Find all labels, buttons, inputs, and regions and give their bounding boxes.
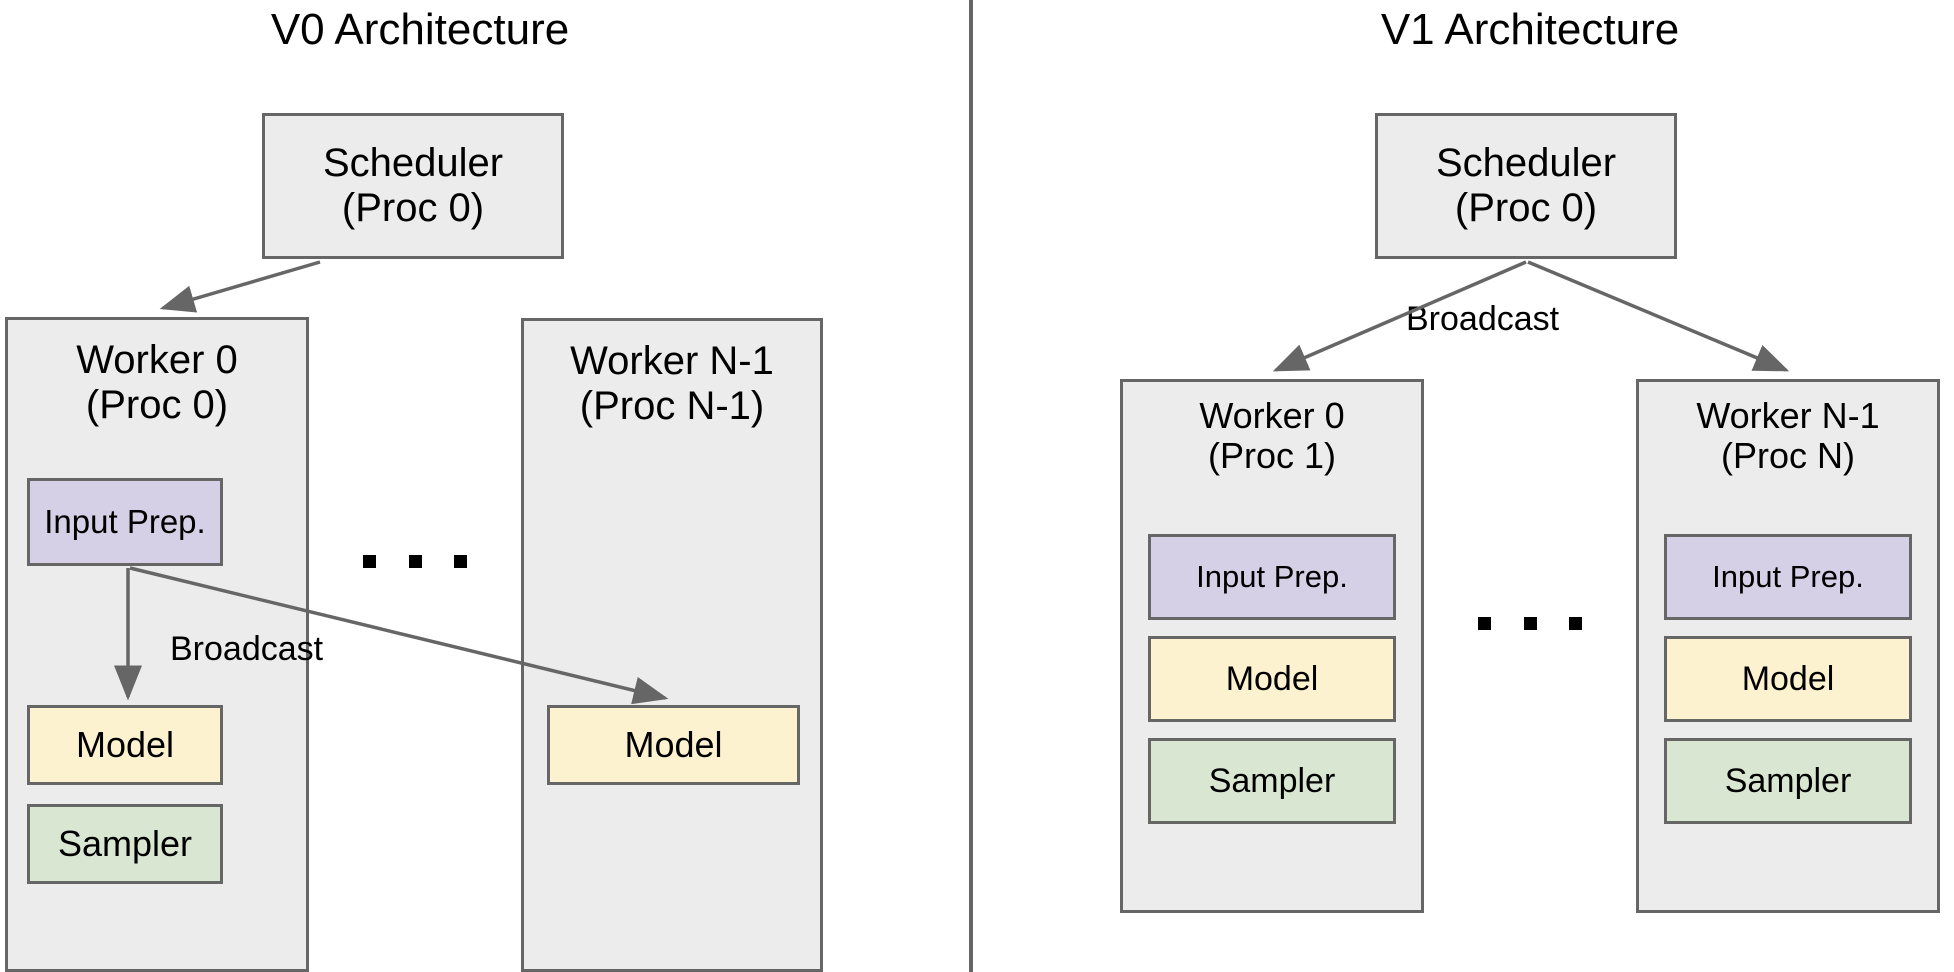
v0-scheduler-node[interactable]: Scheduler (Proc 0): [262, 113, 564, 259]
v0-worker-0-model-block[interactable]: Model: [27, 705, 223, 785]
v1-worker-n1-model-block[interactable]: Model: [1664, 636, 1912, 722]
v0-scheduler-line1: Scheduler: [322, 141, 504, 186]
v0-broadcast-label: Broadcast: [170, 630, 324, 668]
v1-arrow-scheduler-to-workern1: [1527, 260, 1790, 372]
v1-ellipsis-dot-3: [1569, 616, 1582, 630]
v1-scheduler-line1: Scheduler: [1435, 141, 1617, 186]
v0-worker-0-title-line2: (Proc 0): [85, 382, 229, 427]
v1-worker-0-sampler-label: Sampler: [1208, 761, 1336, 800]
v0-workers-ellipsis: [363, 553, 467, 569]
v1-worker-0-sampler-block[interactable]: Sampler: [1148, 738, 1396, 824]
v1-worker-n1-input-prep-label: Input Prep.: [1712, 558, 1864, 594]
v0-worker-0-input-prep-block[interactable]: Input Prep.: [27, 478, 223, 566]
v1-worker-n1-title-line1: Worker N-1: [1696, 395, 1880, 436]
v0-ellipsis-dot-2: [408, 554, 422, 568]
v0-worker-n1-model-label: Model: [624, 723, 723, 765]
v1-panel-title: V1 Architecture: [1380, 5, 1680, 54]
v0-worker-n1-model-block[interactable]: Model: [547, 705, 800, 785]
v1-worker-0-title-line2: (Proc 1): [1207, 435, 1337, 477]
v0-ellipsis-dot-1: [363, 554, 376, 568]
v1-scheduler-line2: (Proc 0): [1454, 186, 1598, 230]
v0-ellipsis-dot-3: [454, 554, 467, 568]
v1-workers-ellipsis: [1478, 615, 1582, 631]
v1-scheduler-node[interactable]: Scheduler (Proc 0): [1375, 113, 1677, 259]
v1-worker-n1-input-prep-block[interactable]: Input Prep.: [1664, 534, 1912, 620]
v1-worker-0-input-prep-block[interactable]: Input Prep.: [1148, 534, 1396, 620]
v1-ellipsis-dot-1: [1478, 616, 1491, 630]
v0-worker-n1-container[interactable]: Worker N-1 (Proc N-1): [521, 318, 823, 972]
v0-worker-0-sampler-label: Sampler: [57, 822, 193, 864]
v1-broadcast-label: Broadcast: [1406, 300, 1560, 338]
v0-worker-n1-title-line2: (Proc N-1): [579, 383, 765, 428]
v0-panel-title: V0 Architecture: [270, 5, 570, 54]
v1-worker-n1-sampler-block[interactable]: Sampler: [1664, 738, 1912, 824]
v1-worker-0-model-label: Model: [1225, 659, 1319, 698]
v0-worker-0-sampler-block[interactable]: Sampler: [27, 804, 223, 884]
v1-worker-n1-title-line2: (Proc N): [1721, 435, 1855, 477]
v0-worker-0-model-label: Model: [75, 723, 175, 765]
v0-worker-0-title-line1: Worker 0: [76, 338, 238, 382]
v0-worker-n1-title-line1: Worker N-1: [570, 339, 774, 383]
v0-arrow-scheduler-to-worker0: [159, 260, 321, 313]
v1-worker-0-model-block[interactable]: Model: [1148, 636, 1396, 722]
v1-worker-0-title-line1: Worker 0: [1199, 395, 1345, 436]
v0-scheduler-line2: (Proc 0): [341, 186, 485, 230]
v1-worker-n1-sampler-label: Sampler: [1724, 761, 1852, 800]
v0-worker-0-input-prep-label: Input Prep.: [44, 502, 206, 540]
v1-worker-0-input-prep-label: Input Prep.: [1196, 558, 1348, 594]
v1-ellipsis-dot-2: [1523, 616, 1537, 630]
v1-worker-n1-model-label: Model: [1741, 659, 1835, 698]
panel-divider: [969, 0, 973, 972]
